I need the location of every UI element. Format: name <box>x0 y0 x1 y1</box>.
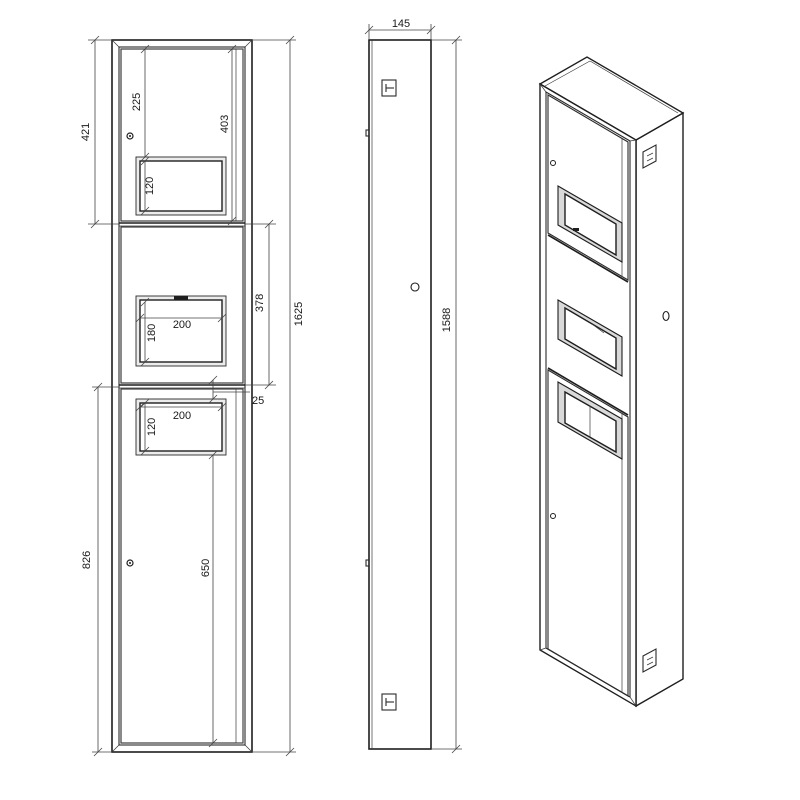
dim-650: 650 <box>200 450 218 748</box>
dim-378-label: 378 <box>254 294 266 312</box>
dim-120-upper-label: 120 <box>144 177 156 195</box>
front-middle-sensor <box>174 296 188 300</box>
side-top-bracket-icon <box>381 79 397 97</box>
iso-lower-lock-icon <box>550 513 556 519</box>
dim-120-lower-label: 120 <box>146 418 158 436</box>
dim-650-label: 650 <box>200 559 212 577</box>
dim-378: 378 <box>245 219 276 390</box>
dim-25-label: 25 <box>252 395 264 407</box>
dim-1625: 1625 <box>252 35 305 757</box>
dim-25: 25 <box>208 375 264 407</box>
side-hole-icon <box>410 282 420 292</box>
front-upper-door-edge <box>235 48 244 222</box>
dim-180-label: 180 <box>146 324 158 342</box>
dim-145-label: 145 <box>392 18 410 30</box>
iso-side-face <box>635 111 684 708</box>
dim-120-lower: 120 <box>140 398 158 456</box>
iso-side-hole-icon <box>662 310 670 322</box>
front-view: 421 225 403 120 <box>80 35 305 757</box>
dim-1625-label: 1625 <box>293 302 305 326</box>
dim-1588-label: 1588 <box>441 308 453 332</box>
dim-403-label: 403 <box>219 115 231 133</box>
dim-120-upper: 120 <box>140 156 156 216</box>
dim-225: 225 <box>131 44 150 162</box>
dim-200-middle: 200 <box>135 313 227 331</box>
iso-bottom-bracket-icon <box>642 648 657 673</box>
isometric-view <box>538 56 685 708</box>
dim-145: 145 <box>364 18 436 40</box>
dim-421-label: 421 <box>80 123 92 141</box>
dim-225-label: 225 <box>131 93 143 111</box>
dim-200-lower: 200 <box>135 402 227 422</box>
dim-180: 180 <box>140 297 158 367</box>
side-bottom-bracket-icon <box>381 693 397 711</box>
dim-826: 826 <box>81 382 119 757</box>
iso-front-frame <box>539 82 637 708</box>
dim-1588: 1588 <box>431 35 462 754</box>
front-middle-panel <box>120 226 244 384</box>
front-inner-frame <box>118 46 246 746</box>
dim-403: 403 <box>219 44 237 226</box>
side-body <box>368 39 432 750</box>
iso-upper-lock-icon <box>550 160 556 166</box>
iso-top-bracket-icon <box>642 144 657 169</box>
dim-200-lower-label: 200 <box>173 410 191 422</box>
front-outer-frame <box>111 39 253 753</box>
dim-421: 421 <box>80 35 119 229</box>
side-view: 145 1588 <box>364 18 462 754</box>
dim-826-label: 826 <box>81 551 93 569</box>
dim-200-middle-label: 200 <box>173 319 191 331</box>
